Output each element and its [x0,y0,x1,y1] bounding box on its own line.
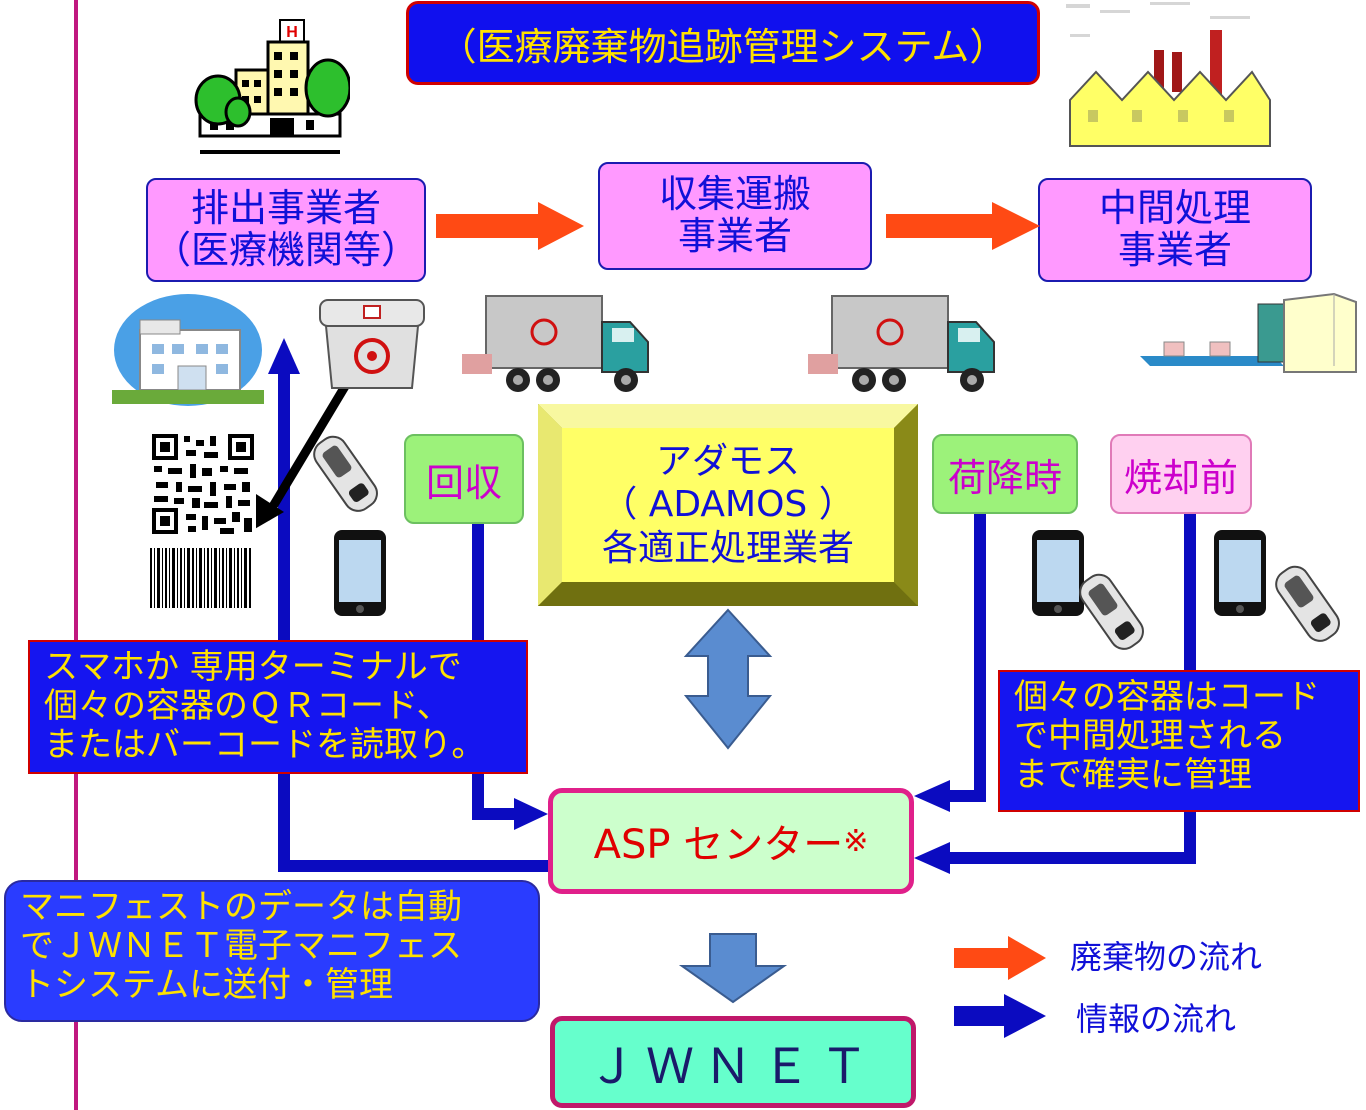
info-flow-left-loop [278,370,552,872]
scanner-icon [313,435,378,512]
truck-icon [808,295,995,392]
legend-info-label: 情報の流れ [1076,1000,1237,1038]
adamos-sub: 各適正処理業者 [601,527,854,569]
note-line: まで確実に管理 [1014,755,1252,796]
note-scanning: スマホか 専用ターミナルで 個々の容器のＱＲコード、 またはバーコードを読取り。 [28,640,528,774]
note-manifest: マニフェストのデータは自動 でＪＷＮＥＴ電子マニフェス トシステムに送付・管理 [4,880,540,1022]
clinic-icon [112,294,264,406]
scanner-icon [1275,565,1340,642]
truck-icon [462,295,649,392]
processor-sublabel: 事業者 [1117,228,1232,272]
waste-flow-arrow-2 [886,202,1040,250]
note-tracking: 個々の容器はコード で中間処理される まで確実に管理 [998,670,1360,812]
smartphone-icon [334,530,386,616]
note-line: またはバーコードを読取り。 [44,725,486,766]
qr-code-icon [150,432,256,536]
collector-sublabel: 事業者 [677,214,792,258]
conveyor-icon [1140,292,1357,373]
discharger-box: 排出事業者 （医療機関等） [146,178,426,282]
legend-waste-arrow [954,936,1046,980]
stage-collect: 回収 [404,434,524,524]
note-line: でＪＷＮＥＴ電子マニフェス [20,926,462,967]
adamos-name: （ ADAMOS ） [601,484,855,526]
stage-before-incineration: 焼却前 [1110,434,1252,514]
discharger-label: 排出事業者 [190,186,381,231]
hospital-building-icon: H [194,19,350,154]
legend-info-arrow [954,994,1046,1038]
note-line: 個々の容器はコード [1014,677,1320,717]
collector-box: 収集運搬 事業者 [598,162,872,270]
info-flow-unload [944,514,986,802]
info-arrowhead-up [268,338,300,374]
smartphone-icon [1032,530,1084,616]
info-flow-incineration [944,514,1196,864]
smartphone-icon [1214,530,1266,616]
page-title: （医療廃棄物追跡管理システム） [406,1,1040,85]
note-line: マニフェストのデータは自動 [20,887,462,927]
adamos-name-kana: アダモス [655,441,800,483]
asp-center-label: ASP センター [593,822,844,868]
collector-label: 収集運搬 [658,172,811,217]
down-arrow [678,933,788,1004]
asp-center-mark: ※ [843,823,869,859]
processor-box: 中間処理 事業者 [1038,178,1312,282]
adamos-label: アダモス （ ADAMOS ） 各適正処理業者 [562,432,894,578]
info-arrowhead-unload [914,780,950,812]
factory-icon [1066,2,1271,147]
note-line: スマホか 専用ターミナルで [44,647,462,687]
left-accent-line [74,0,78,1110]
jwnet-box: ＪＷＮＥＴ [550,1016,916,1108]
adamos-box [538,404,918,606]
processor-label: 中間処理 [1098,186,1251,231]
info-flow-collect [472,524,520,820]
barcode-icon [150,548,251,608]
note-line: 個々の容器のＱＲコード、 [44,686,451,727]
note-line: トシステムに送付・管理 [20,965,393,1006]
scanner-icon [1079,573,1144,650]
svg-text:H: H [286,24,298,41]
discharger-sublabel: （医療機関等） [152,228,419,272]
asp-center-box: ASP センター※ [548,788,914,894]
double-arrow [683,608,773,750]
waste-flow-arrow [436,202,584,250]
info-arrowhead-incineration [914,842,950,874]
info-arrowhead-collect [514,798,548,830]
stage-unload: 荷降時 [932,434,1078,514]
legend-waste-label: 廃棄物の流れ [1070,938,1263,976]
note-line: で中間処理される [1014,716,1286,757]
medical-waste-box-icon [319,299,425,389]
